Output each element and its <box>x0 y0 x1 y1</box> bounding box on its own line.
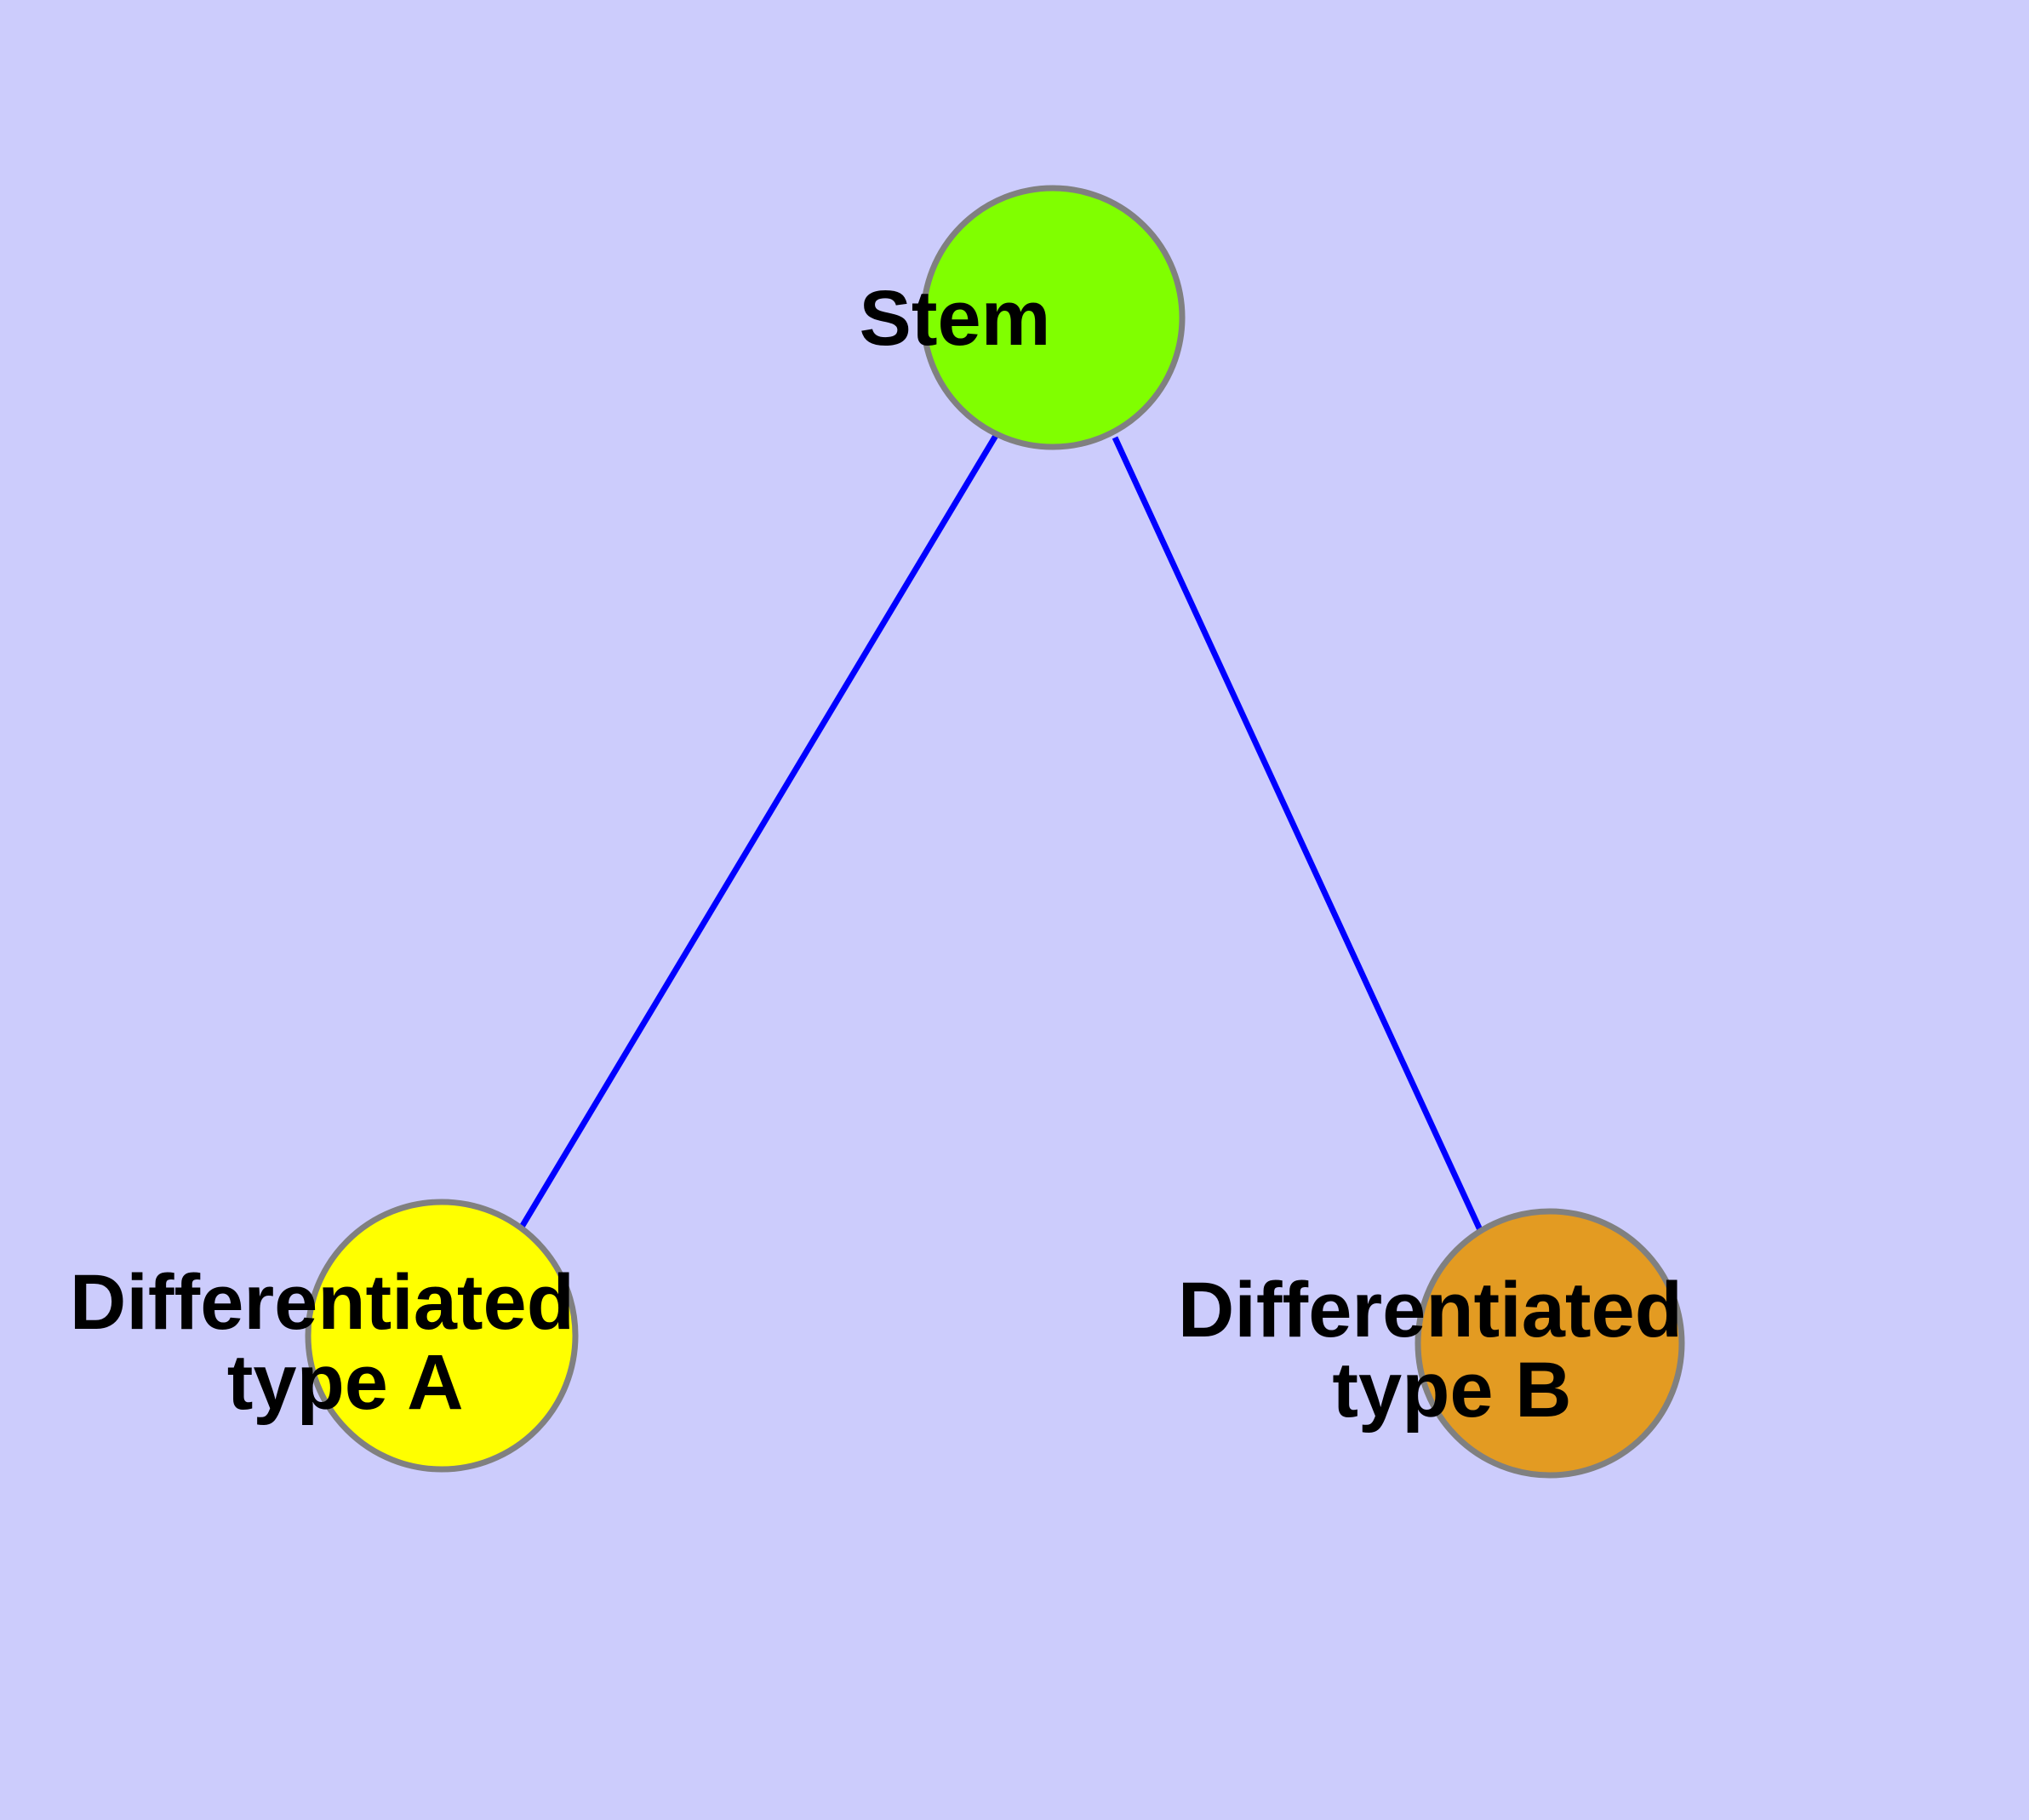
edge-stem-to-differentiated-type-a[interactable] <box>517 432 1000 1230</box>
node-label-stem: Stem <box>859 275 1246 362</box>
node-label-differentiated-type-a: Differentiated type A <box>70 1259 814 1426</box>
node-differentiated-type-b[interactable]: Differentiated type B <box>1178 1208 1922 1479</box>
edges-layer <box>517 432 1484 1233</box>
node-differentiated-type-a[interactable]: Differentiated type A <box>70 1199 814 1473</box>
edge-stem-to-differentiated-type-b[interactable] <box>1112 436 1484 1233</box>
node-circle-differentiated-type-b[interactable] <box>1415 1208 1685 1479</box>
node-circle-differentiated-type-a[interactable] <box>305 1199 579 1473</box>
node-circle-stem[interactable] <box>920 185 1186 450</box>
nodes-layer: Stem Differentiated type A Differentiate… <box>70 185 1922 1479</box>
node-label-differentiated-type-b: Differentiated type B <box>1178 1267 1922 1434</box>
node-stem[interactable]: Stem <box>859 185 1246 450</box>
